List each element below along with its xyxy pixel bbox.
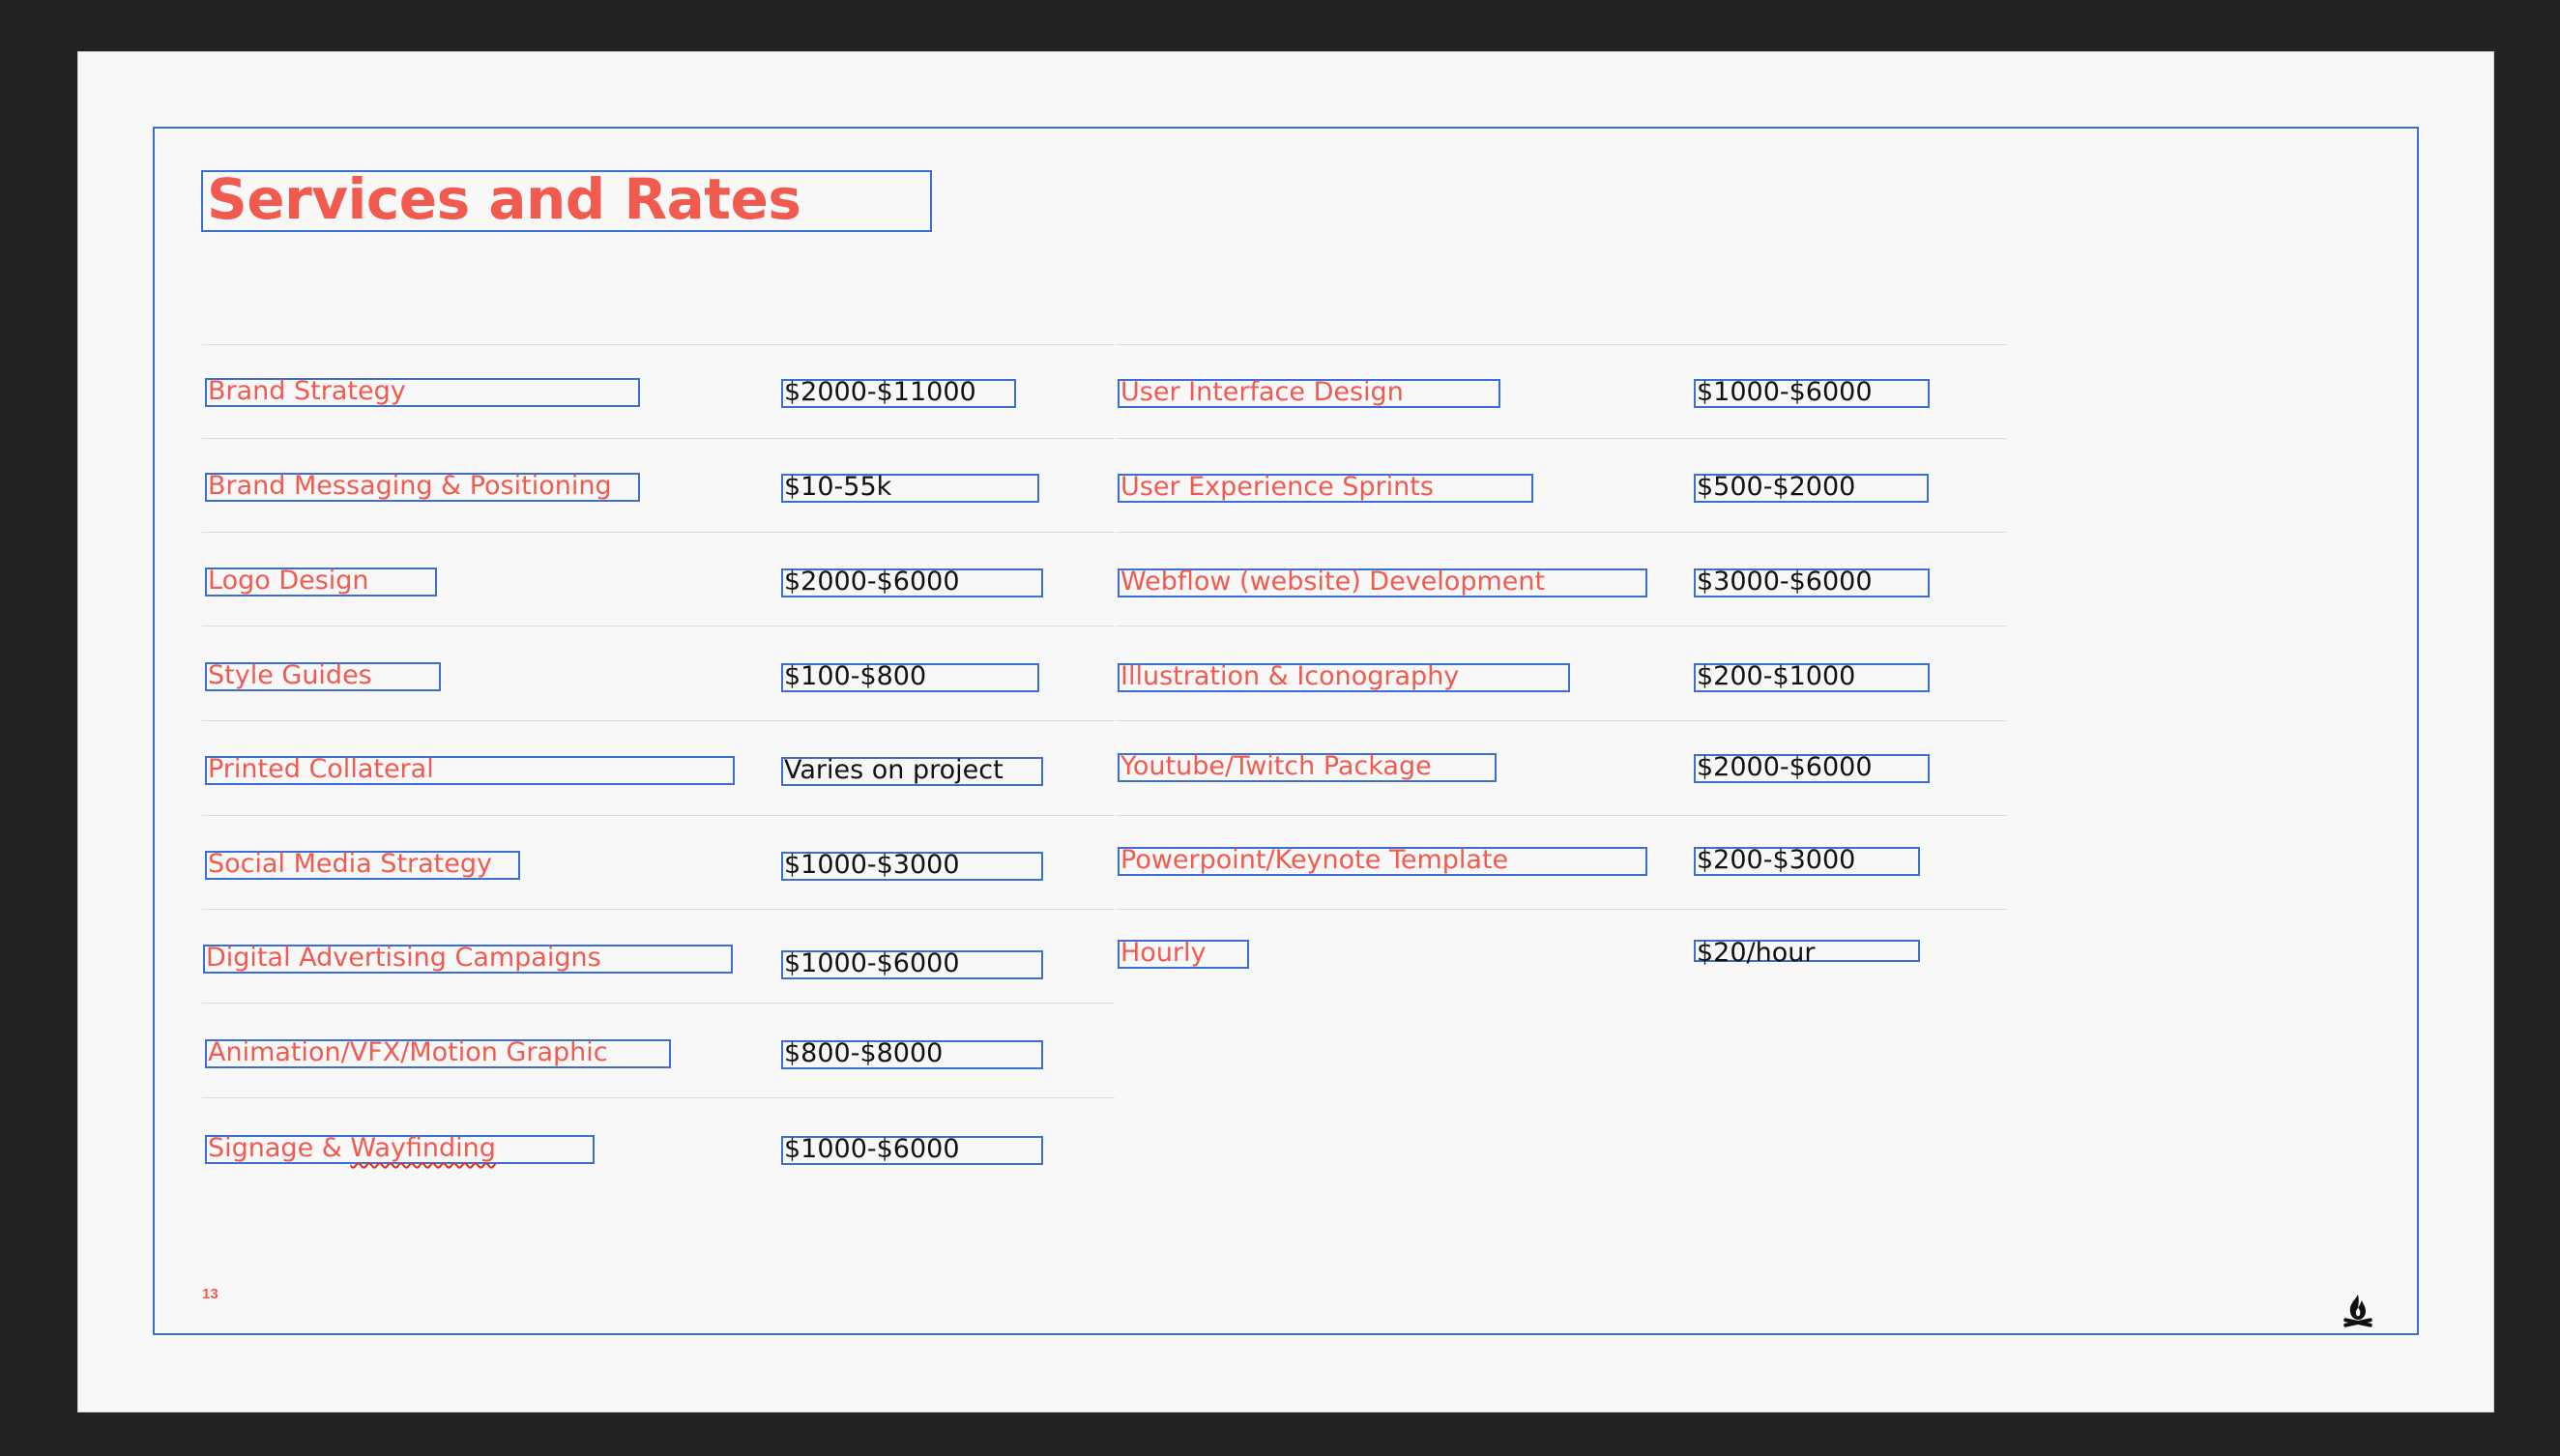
service-brand-messaging[interactable]: Brand Messaging & Positioning	[205, 471, 640, 502]
rate-label: $2000-$11000	[784, 377, 976, 407]
service-label: Powerpoint/Keynote Template	[1120, 845, 1509, 875]
service-illustration[interactable]: Illustration & Iconography	[1118, 661, 1570, 692]
service-label: User Experience Sprints	[1120, 472, 1434, 502]
rate-animation[interactable]: $800-$8000	[781, 1038, 1043, 1069]
rate-label: $1000-$6000	[1697, 377, 1873, 407]
service-printed-collateral[interactable]: Printed Collateral	[205, 754, 735, 785]
page-number: 13	[202, 1286, 218, 1302]
row-divider	[202, 720, 1115, 721]
rate-label: $800-$8000	[784, 1038, 944, 1068]
rate-label: $1000-$6000	[784, 1134, 960, 1164]
rate-signage[interactable]: $1000-$6000	[781, 1134, 1043, 1165]
service-signage[interactable]: Signage & Wayfinding	[205, 1133, 595, 1164]
service-label: Webflow (website) Development	[1120, 567, 1546, 597]
service-label: Brand Strategy	[208, 376, 406, 406]
service-animation[interactable]: Animation/VFX/Motion Graphic	[205, 1037, 671, 1068]
service-label: Logo Design	[208, 566, 369, 596]
service-label: Youtube/Twitch Package	[1120, 751, 1432, 781]
spellcheck-flagged-word[interactable]: Wayfinding	[350, 1133, 496, 1163]
service-label: Digital Advertising Campaigns	[206, 943, 601, 973]
service-digital-advertising[interactable]: Digital Advertising Campaigns	[203, 943, 733, 974]
row-divider	[202, 1097, 1115, 1098]
rate-label: Varies on project	[784, 755, 1004, 785]
rate-label: $1000-$6000	[784, 948, 960, 978]
service-social-media[interactable]: Social Media Strategy	[205, 849, 520, 880]
rate-label: $200-$1000	[1697, 661, 1856, 691]
row-divider	[202, 344, 1115, 345]
service-ux-sprints[interactable]: User Experience Sprints	[1118, 472, 1533, 503]
service-powerpoint[interactable]: Powerpoint/Keynote Template	[1118, 845, 1647, 876]
rate-digital-advertising[interactable]: $1000-$6000	[781, 948, 1043, 979]
service-label-prefix: Signage &	[208, 1133, 351, 1163]
rate-label: $3000-$6000	[1697, 567, 1873, 597]
row-divider	[202, 909, 1115, 910]
rate-illustration[interactable]: $200-$1000	[1694, 661, 1930, 692]
rate-webflow[interactable]: $3000-$6000	[1694, 567, 1930, 597]
row-divider	[202, 532, 1115, 533]
row-divider	[1117, 720, 2006, 721]
service-label: Illustration & Iconography	[1120, 661, 1460, 691]
rate-hourly[interactable]: $20/hour	[1694, 938, 1920, 968]
rate-brand-messaging[interactable]: $10-55k	[781, 472, 1039, 503]
service-webflow[interactable]: Webflow (website) Development	[1118, 567, 1647, 597]
service-label: Social Media Strategy	[208, 849, 492, 879]
row-divider	[1117, 815, 2006, 816]
rate-label: $10-55k	[784, 472, 892, 502]
service-label: Brand Messaging & Positioning	[208, 471, 612, 501]
title-textbox[interactable]: Services and Rates	[201, 166, 932, 232]
service-label: Signage & Wayfinding	[208, 1133, 496, 1163]
slide[interactable]: Services and Rates Brand Strategy $2000-…	[77, 51, 2494, 1412]
rate-social-media[interactable]: $1000-$3000	[781, 850, 1043, 881]
rate-powerpoint[interactable]: $200-$3000	[1694, 845, 1920, 876]
rate-logo-design[interactable]: $2000-$6000	[781, 567, 1043, 597]
slide-title: Services and Rates	[207, 166, 801, 232]
row-divider	[202, 815, 1115, 816]
row-divider	[1117, 344, 2006, 345]
service-logo-design[interactable]: Logo Design	[205, 566, 437, 597]
service-ui-design[interactable]: User Interface Design	[1118, 377, 1500, 408]
rate-printed-collateral[interactable]: Varies on project	[781, 755, 1043, 786]
rate-ux-sprints[interactable]: $500-$2000	[1694, 472, 1929, 503]
rate-label: $500-$2000	[1697, 472, 1856, 502]
selection-frame[interactable]	[153, 127, 2419, 1335]
campfire-icon	[2343, 1295, 2372, 1327]
rate-brand-strategy[interactable]: $2000-$11000	[781, 377, 1016, 408]
service-brand-strategy[interactable]: Brand Strategy	[205, 376, 640, 407]
service-label: Animation/VFX/Motion Graphic	[208, 1037, 608, 1067]
rate-label: $2000-$6000	[784, 567, 960, 597]
rate-label: $100-$800	[784, 661, 927, 691]
rate-youtube-twitch[interactable]: $2000-$6000	[1694, 752, 1930, 783]
service-style-guides[interactable]: Style Guides	[205, 660, 441, 691]
rate-style-guides[interactable]: $100-$800	[781, 661, 1039, 692]
rate-ui-design[interactable]: $1000-$6000	[1694, 377, 1930, 408]
rate-label: $1000-$3000	[784, 850, 960, 880]
row-divider	[1117, 438, 2006, 439]
service-label: Printed Collateral	[208, 754, 434, 784]
row-divider	[202, 438, 1115, 439]
row-divider	[1117, 532, 2006, 533]
service-label: Hourly	[1120, 938, 1207, 968]
rate-label: $2000-$6000	[1697, 752, 1873, 782]
service-hourly[interactable]: Hourly	[1118, 938, 1249, 969]
service-label: Style Guides	[208, 660, 372, 690]
rate-label: $20/hour	[1697, 938, 1816, 968]
row-divider	[202, 1003, 1115, 1004]
service-youtube-twitch[interactable]: Youtube/Twitch Package	[1118, 751, 1497, 782]
rate-label: $200-$3000	[1697, 845, 1856, 875]
service-label: User Interface Design	[1120, 377, 1404, 407]
row-divider	[1117, 909, 2006, 910]
